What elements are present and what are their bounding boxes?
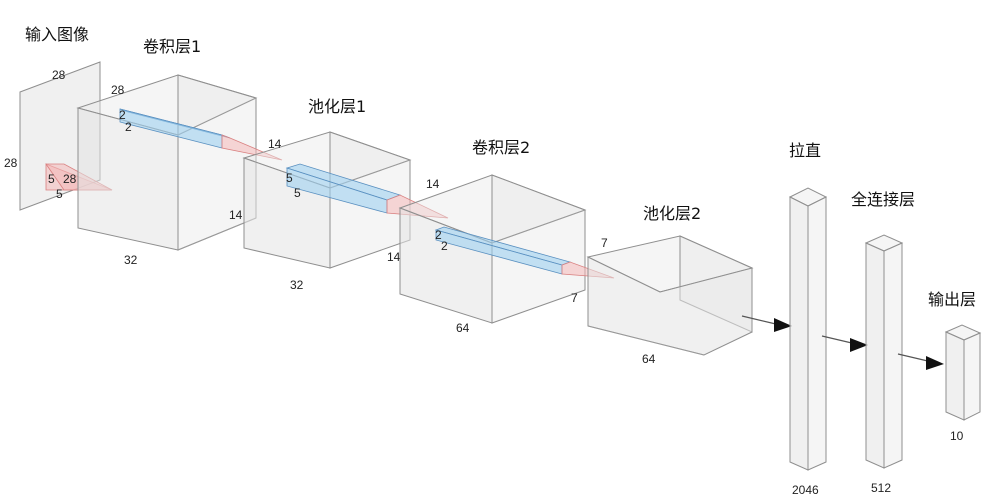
conv1-top-label: 28 <box>111 83 125 97</box>
output-column <box>944 324 982 421</box>
output-size-label: 10 <box>950 429 964 443</box>
pool2-depth-label: 64 <box>642 352 656 366</box>
input-kernel-a: 5 <box>48 172 55 186</box>
pool1-kernel-b: 5 <box>294 186 301 200</box>
pool1-side-label: 14 <box>387 250 401 264</box>
fc-column <box>864 234 904 469</box>
conv1-kernel-b: 2 <box>125 120 132 134</box>
input-width-label: 28 <box>52 68 66 82</box>
conv2-kernel-a: 2 <box>435 228 442 242</box>
conv2-top-label: 14 <box>426 177 440 191</box>
pool1-title: 池化层1 <box>308 97 366 116</box>
input-kernel-c: 5 <box>56 187 63 201</box>
conv1-kernel-a: 2 <box>119 108 126 122</box>
conv1-box <box>76 74 258 251</box>
pool2-title: 池化层2 <box>643 204 701 223</box>
input-height-label: 28 <box>4 156 18 170</box>
pool1-depth-label: 32 <box>290 278 304 292</box>
conv2-side-label: 7 <box>571 291 578 305</box>
conv1-depth-label: 32 <box>124 253 138 267</box>
fc-title: 全连接层 <box>851 190 915 209</box>
flatten-title: 拉直 <box>789 141 821 160</box>
output-title: 输出层 <box>928 290 976 309</box>
pool1-kernel-a: 5 <box>286 171 293 185</box>
arrow-pool2-flatten <box>741 315 792 332</box>
conv2-title: 卷积层2 <box>472 138 530 157</box>
pool2-box <box>586 235 754 356</box>
arrow-fc-output <box>897 353 944 370</box>
input-title: 输入图像 <box>25 25 89 44</box>
conv1-side-label: 14 <box>229 208 243 222</box>
arrow-flatten-fc <box>821 335 868 352</box>
conv1-title: 卷积层1 <box>143 37 201 56</box>
input-kernel-b: 28 <box>63 172 77 186</box>
conv1-kernel <box>119 108 283 161</box>
flatten-size-label: 2046 <box>792 483 819 497</box>
pool1-top-label: 14 <box>268 137 282 151</box>
conv2-kernel-b: 2 <box>441 239 448 253</box>
pool2-top-label: 7 <box>601 236 608 250</box>
fc-size-label: 512 <box>871 481 891 495</box>
conv2-depth-label: 64 <box>456 321 470 335</box>
flatten-column <box>788 187 828 471</box>
